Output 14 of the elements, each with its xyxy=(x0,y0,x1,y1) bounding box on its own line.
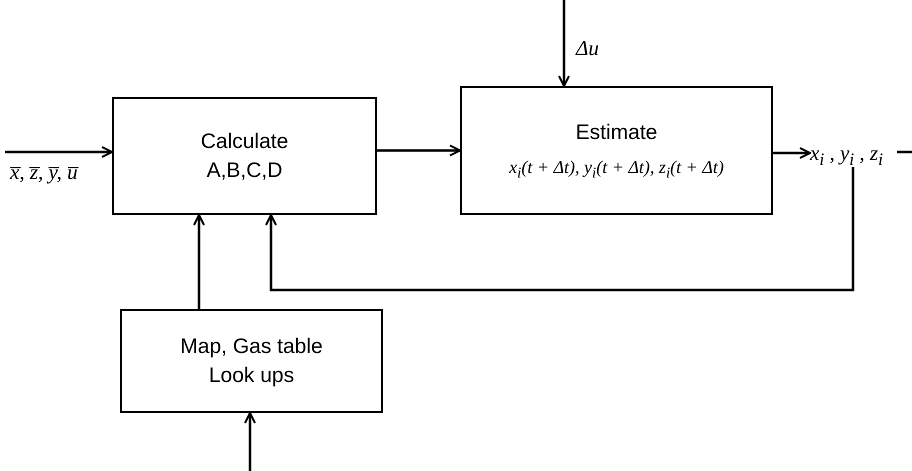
arrow xyxy=(244,412,256,471)
process-box xyxy=(120,309,383,413)
arrow xyxy=(558,0,570,87)
arrow xyxy=(377,144,461,156)
arrow xyxy=(5,146,113,158)
box-label: Calculate A,B,C,D xyxy=(200,128,290,184)
formula: x$_{i}$(t + Δt), y$_{i}$(t + Δt), z$_{i}$(t + Δt) xyxy=(509,157,724,183)
process-box xyxy=(112,97,377,215)
box-label: Estimate xyxy=(576,120,658,146)
process-box xyxy=(460,86,773,215)
box-label: Map, Gas table Look ups xyxy=(179,334,324,389)
arrow xyxy=(773,147,811,159)
arrow xyxy=(193,214,205,309)
output-variables: x$_{i}$ , y$_{i}$ , z$_{i}$ xyxy=(810,139,896,167)
